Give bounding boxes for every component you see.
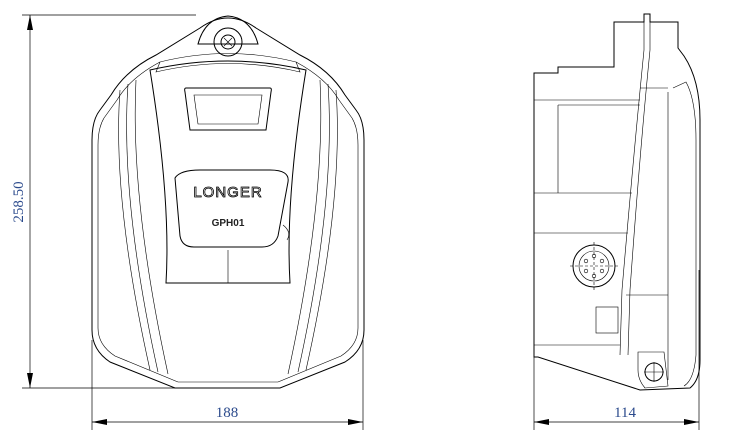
dimension-side-depth: 114 [533,270,700,430]
front-view: LONGER GPH01 [91,15,365,389]
side-view [533,13,701,391]
depth-dimension-label: 114 [614,405,636,421]
dimension-height: 258.50 [11,14,196,389]
mounting-hole [637,351,669,389]
height-dimension-label: 258.50 [11,181,27,222]
width-dimension-label: 188 [216,405,239,421]
connector-port [570,242,618,290]
dimension-front-width: 188 [91,340,364,430]
brand-logo: LONGER [193,184,262,201]
model-label: GPH01 [212,218,245,229]
